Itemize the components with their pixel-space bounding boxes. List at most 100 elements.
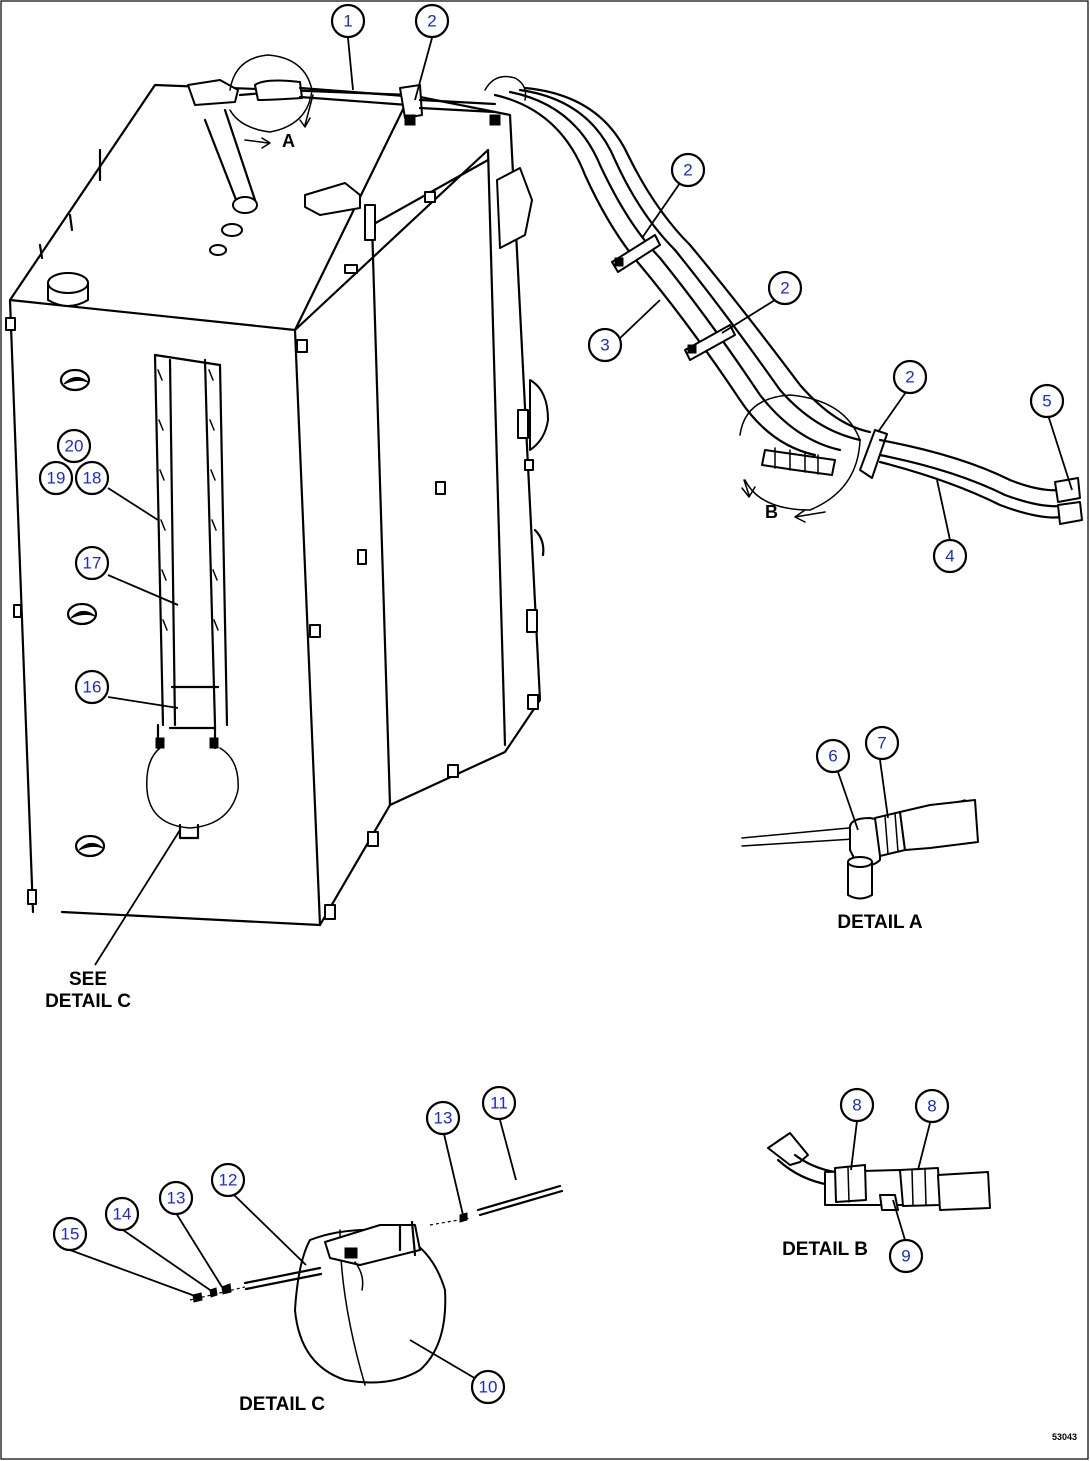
breather-cap: [232, 196, 258, 214]
detail-b-drawing: [767, 1132, 991, 1211]
svg-text:2: 2: [780, 279, 789, 298]
clamp-bolt: [614, 257, 624, 267]
hose-assembly: [484, 75, 1083, 525]
tank-right-corner-edge: [486, 148, 507, 747]
top-fitting-left: [187, 79, 239, 106]
detail-a-drawing: [741, 799, 979, 900]
tube-ticks-left: [157, 369, 168, 631]
tab: [435, 481, 446, 495]
svg-text:9: 9: [901, 1247, 910, 1266]
strainer-outline: [146, 747, 239, 829]
tube-ticks-right: [208, 369, 219, 631]
hose-fitting-top: [484, 75, 527, 101]
suction-tube-top: [153, 353, 222, 367]
see-detail-c-line1: SEE: [69, 969, 107, 990]
hose-4-a: [878, 438, 1064, 492]
svg-text:20: 20: [65, 437, 84, 456]
svg-text:13: 13: [167, 1189, 186, 1208]
callout-20: 20: [56, 428, 92, 464]
detail-a-label: DETAIL A: [837, 912, 922, 933]
tube-1: [298, 86, 410, 107]
svg-text:8: 8: [852, 1096, 861, 1115]
svg-text:4: 4: [945, 547, 954, 566]
callout-17: 17: [74, 545, 110, 581]
svg-text:17: 17: [83, 554, 102, 573]
bracket-hole: [344, 1247, 358, 1259]
clamp-bolt: [687, 344, 697, 354]
lockwasher-14: [209, 1287, 218, 1298]
svg-text:16: 16: [83, 678, 102, 697]
tank-bottom-edge: [60, 910, 322, 927]
nipple-9: [879, 1194, 899, 1211]
svg-text:3: 3: [600, 336, 609, 355]
coupling-ridges: [774, 447, 819, 475]
breather-base: [221, 223, 243, 237]
tube-continuation: [418, 98, 497, 114]
callout-19: 19: [38, 460, 74, 496]
hose-clamp-3: [859, 429, 888, 479]
svg-text:7: 7: [877, 734, 886, 753]
callout-2: 2: [670, 152, 706, 188]
hose-clamp-2: [684, 324, 736, 361]
svg-text:13: 13: [434, 1109, 453, 1128]
side-tab: [5, 317, 16, 331]
detail-b-arrow: [741, 479, 756, 498]
hose-3-a: [493, 93, 817, 457]
view-a-letter: A: [282, 131, 295, 151]
callout-2: 2: [892, 359, 928, 395]
svg-text:8: 8: [927, 1097, 936, 1116]
callout-2: 2: [767, 270, 803, 306]
bracket-clamp: [155, 737, 165, 749]
left-side-tabs: [38, 148, 102, 260]
callout-14: 14: [104, 1196, 140, 1232]
pin-11: [476, 1184, 564, 1217]
centerline-right: [429, 1217, 471, 1226]
detail-b-arrow2: [794, 509, 826, 523]
callout-12: 12: [210, 1162, 246, 1198]
callout-15: 15: [52, 1216, 88, 1252]
hose-end-5a: [1054, 477, 1081, 503]
coupling-clamp-8b: [899, 1167, 941, 1207]
callout-4: 4: [932, 538, 968, 574]
level-gauge-upper: [59, 368, 91, 392]
tab: [526, 609, 538, 633]
svg-text:2: 2: [905, 368, 914, 387]
svg-text:1: 1: [343, 12, 352, 31]
bracket-post: [398, 1220, 417, 1257]
callout-6: 6: [815, 738, 851, 774]
top-plate: [304, 182, 361, 216]
tab: [527, 694, 539, 710]
side-tab: [13, 604, 22, 618]
svg-text:2: 2: [427, 12, 436, 31]
svg-text:12: 12: [219, 1171, 238, 1190]
callout-5: 5: [1029, 383, 1065, 419]
svg-text:6: 6: [828, 747, 837, 766]
hose-coupling: [761, 449, 836, 476]
hose-body-b: [937, 1171, 991, 1211]
svg-text:19: 19: [47, 469, 66, 488]
hose-4-c: [878, 460, 1064, 519]
washer-13-left: [221, 1283, 232, 1295]
callout-2: 2: [414, 3, 450, 39]
hose-end-a: [254, 79, 303, 101]
svg-text:11: 11: [490, 1094, 508, 1113]
detail-a-arrow2: [244, 137, 271, 149]
svg-text:14: 14: [113, 1205, 132, 1224]
callout-16: 16: [74, 669, 110, 705]
clamp-top: [399, 84, 423, 119]
detail-a-arrow: [299, 94, 314, 128]
level-gauge-middle: [66, 602, 98, 626]
tab: [357, 549, 367, 565]
breather-pipe: [203, 108, 257, 212]
figure-id: 53043: [1052, 1432, 1077, 1442]
hose-3-b: [508, 90, 842, 452]
clamp-nut: [489, 114, 501, 126]
callout-9: 9: [888, 1238, 924, 1274]
elbow-outlet: [847, 861, 873, 900]
tab: [447, 764, 459, 778]
tab: [309, 624, 321, 638]
tank-front-corner-edge: [293, 328, 322, 927]
callout-7: 7: [864, 725, 900, 761]
side-fitting: [533, 528, 545, 557]
leader-lines: [69, 37, 1073, 1384]
